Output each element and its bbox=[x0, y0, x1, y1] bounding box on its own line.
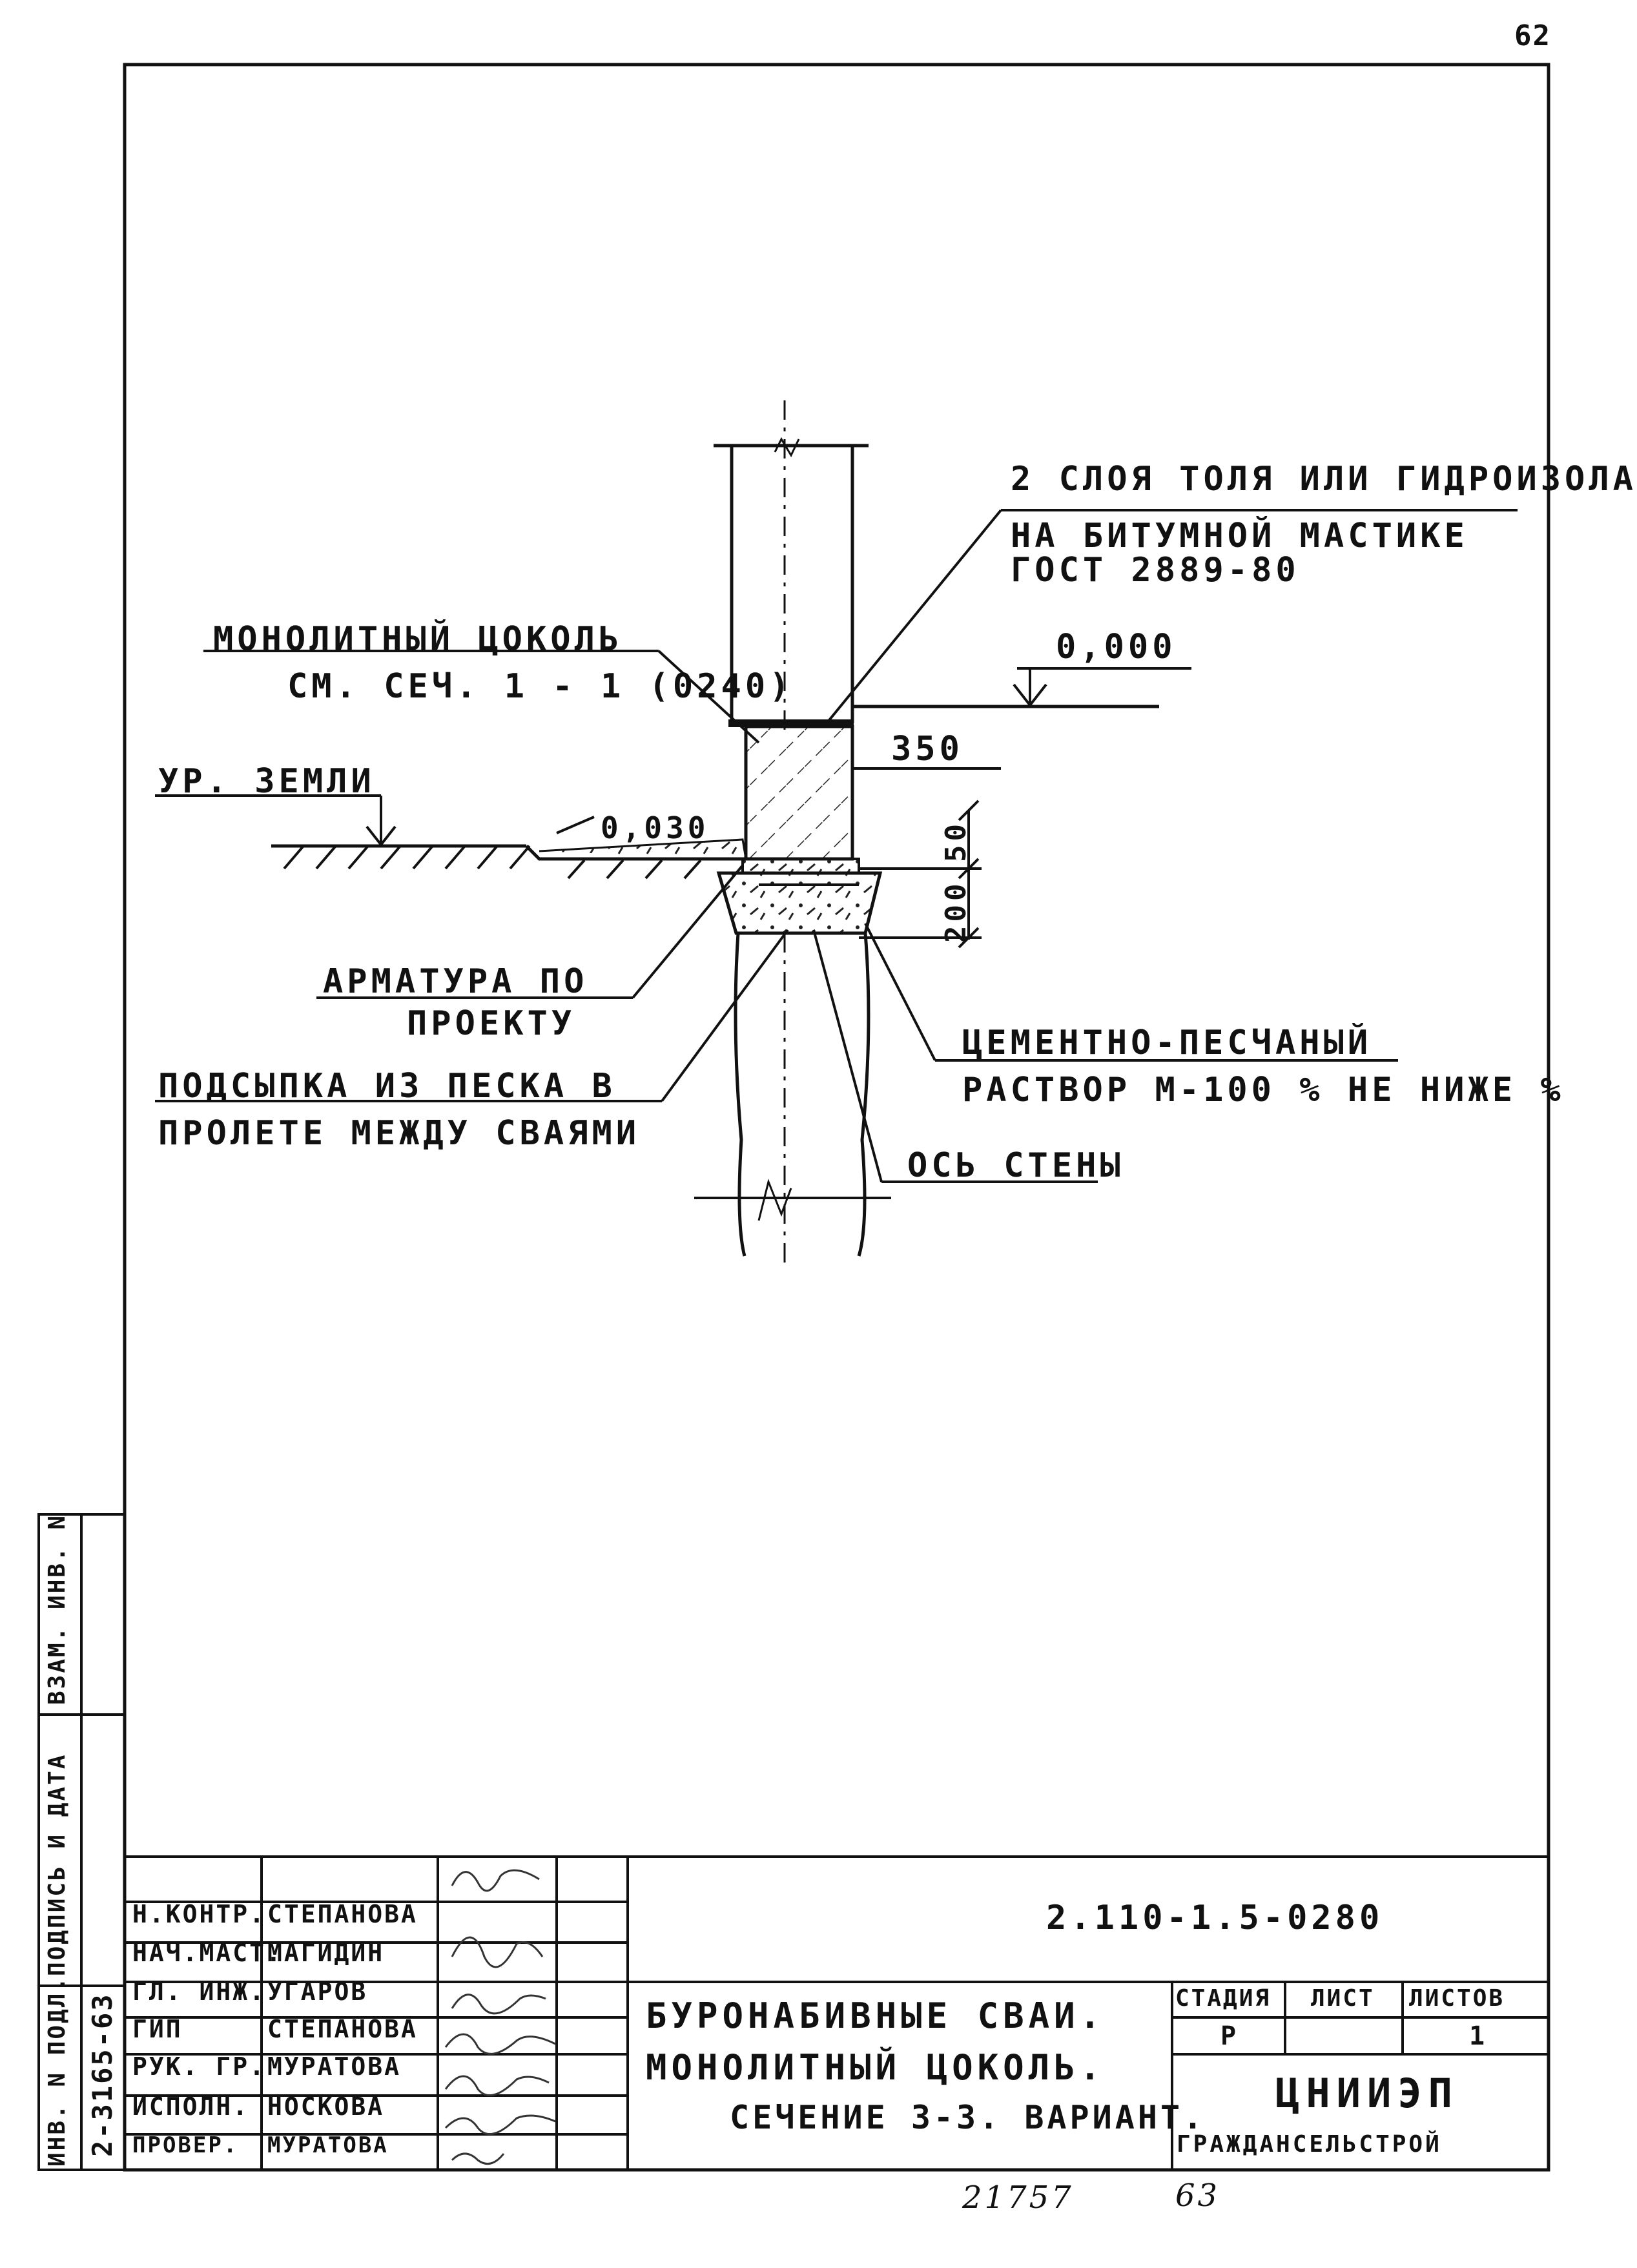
side-stamp-table bbox=[37, 1513, 126, 2171]
mortar-label-2: РАСТВОР М-100 % НЕ НИЖЕ % bbox=[962, 1071, 1565, 1109]
rebar-label-2: ПРОЕКТУ bbox=[407, 1004, 576, 1043]
organization-subname: ГРАЖДАНСЕЛЬСТРОЙ bbox=[1177, 2131, 1442, 2158]
dimension-lines bbox=[852, 767, 1001, 949]
level-markers bbox=[155, 667, 1191, 847]
side-stamp-replacement-inv: ВЗАМ. ИНВ. N bbox=[44, 1513, 70, 1705]
leader-lines bbox=[155, 509, 1518, 1183]
side-stamp-inv-number-header: ИНВ. N ПОДЛ. bbox=[44, 1975, 70, 2167]
plinth-label-2: СМ. СЕЧ. 1 - 1 (0240) bbox=[287, 667, 794, 706]
dimension-50: 50 bbox=[940, 820, 973, 862]
role-7: ПРОВЕР. bbox=[132, 2132, 239, 2158]
section-drawing bbox=[37, 63, 1550, 2172]
ground-level-label: УР. ЗЕМЛИ bbox=[158, 762, 375, 801]
width-dimension: 350 bbox=[891, 730, 963, 768]
drawing-title-1: БУРОНАБИВНЫЕ СВАИ. bbox=[646, 1995, 1106, 2036]
plinth-label-1: МОНОЛИТНЫЙ ЦОКОЛЬ bbox=[213, 620, 623, 659]
sheet-header: ЛИСТ bbox=[1311, 1985, 1375, 2012]
level-zero-label: 0,000 bbox=[1056, 628, 1177, 666]
side-stamp-signature-date: ПОДПИСЬ И ДАТА bbox=[44, 1753, 70, 1976]
drawing-title-3: СЕЧЕНИЕ 3-3. ВАРИАНТ. bbox=[730, 2099, 1206, 2136]
level-minus-label: 0,030 bbox=[601, 810, 710, 845]
rebar-label-1: АРМАТУРА ПО bbox=[323, 962, 588, 1001]
footer-page: 63 bbox=[1175, 2178, 1220, 2214]
footer-number: 21757 bbox=[962, 2180, 1074, 2216]
page-number: 62 bbox=[1514, 19, 1551, 52]
role-3: ГЛ. ИНЖ. bbox=[132, 1977, 267, 2006]
role-1: Н.КОНТР. bbox=[132, 1900, 267, 1928]
wall-axis-label: ОСЬ СТЕНЫ bbox=[907, 1146, 1124, 1185]
name-1: СТЕПАНОВА bbox=[267, 1900, 418, 1928]
name-6: НОСКОВА bbox=[267, 2092, 385, 2121]
ground-line bbox=[271, 705, 1159, 861]
side-stamp-inv-number-value: 2-3165-63 bbox=[87, 1992, 118, 2157]
dimension-200: 200 bbox=[940, 880, 973, 943]
organization-name: ЦНИИЭП bbox=[1275, 2070, 1459, 2117]
role-2: НАЧ.МАСТ. bbox=[132, 1939, 283, 1967]
name-4: СТЕПАНОВА bbox=[267, 2015, 418, 2043]
stage-header: СТАДИЯ bbox=[1175, 1985, 1272, 2012]
sheets-value: 1 bbox=[1469, 2021, 1487, 2051]
waterproofing-label-3: ГОСТ 2889-80 bbox=[1011, 551, 1300, 590]
role-6: ИСПОЛН. bbox=[132, 2092, 250, 2121]
mortar-label-1: ЦЕМЕНТНО-ПЕСЧАНЫЙ bbox=[962, 1024, 1372, 1062]
document-code: 2.110-1.5-0280 bbox=[1046, 1899, 1384, 1937]
name-7: МУРАТОВА bbox=[267, 2132, 389, 2158]
sand-label-2: ПРОЛЕТЕ МЕЖДУ СВАЯМИ bbox=[158, 1114, 641, 1153]
role-5: РУК. ГР. bbox=[132, 2052, 267, 2081]
plinth-block bbox=[716, 725, 883, 935]
wall-section bbox=[714, 400, 869, 736]
sheets-header: ЛИСТОВ bbox=[1409, 1985, 1505, 2012]
waterproofing-label-2: НА БИТУМНОЙ МАСТИКЕ bbox=[1011, 517, 1468, 555]
ground-hatch bbox=[283, 845, 702, 880]
sand-label-1: ПОДСЫПКА ИЗ ПЕСКА В bbox=[158, 1067, 616, 1106]
name-2: МАГИДИН bbox=[267, 1939, 385, 1967]
pile-section bbox=[694, 933, 891, 1266]
title-block-grid bbox=[125, 1855, 1549, 2170]
name-5: МУРАТОВА bbox=[267, 2052, 402, 2081]
drawing-title-2: МОНОЛИТНЫЙ ЦОКОЛЬ. bbox=[646, 2047, 1106, 2088]
signature-marks bbox=[444, 1869, 556, 2165]
name-3: УГАРОВ bbox=[267, 1977, 368, 2006]
role-4: ГИП bbox=[132, 2015, 183, 2043]
waterproofing-label-1: 2 СЛОЯ ТОЛЯ ИЛИ ГИДРОИЗОЛА bbox=[1011, 460, 1637, 499]
drawing-frame bbox=[123, 63, 1550, 2172]
stage-value: Р bbox=[1220, 2021, 1239, 2051]
